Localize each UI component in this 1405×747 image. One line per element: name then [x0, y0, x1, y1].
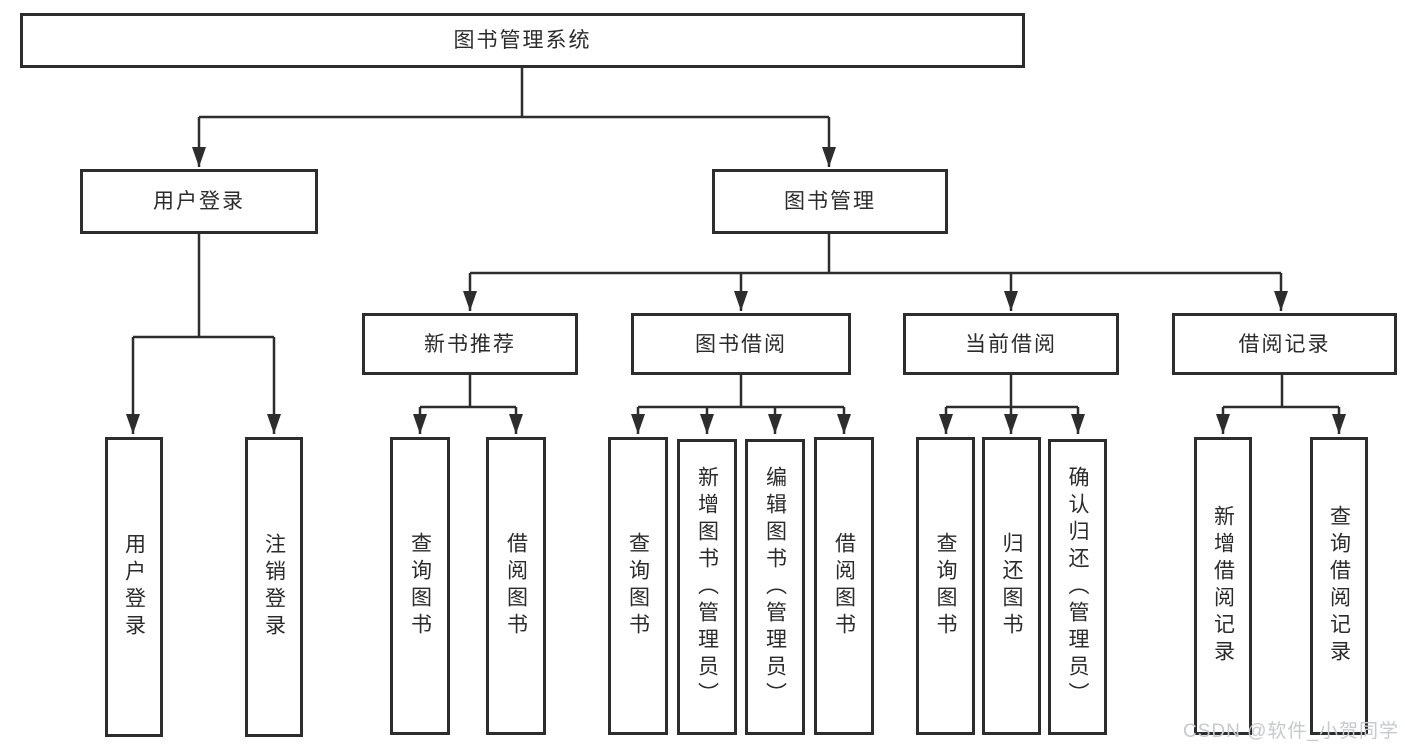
- node-current-borrow: 当前借阅: [903, 313, 1119, 375]
- leaf-query-books-current: 查询图书: [916, 437, 975, 735]
- leaf-confirm-return-admin: 确认归还（管理员）: [1048, 439, 1107, 735]
- node-book-management-branch: 图书管理: [712, 169, 948, 234]
- leaf-query-books-borrow: 查询图书: [608, 437, 668, 735]
- leaf-edit-books-admin: 编辑图书（管理员）: [745, 439, 805, 735]
- leaf-return-books: 归还图书: [982, 437, 1041, 735]
- leaf-borrow-books: 借阅图书: [814, 437, 874, 735]
- csdn-watermark: CSDN @软件_小贺同学: [1183, 721, 1399, 742]
- leaf-query-borrow-record: 查询借阅记录: [1310, 437, 1368, 735]
- node-root-library-system: 图书管理系统: [20, 13, 1025, 68]
- leaf-query-books-recommend: 查询图书: [390, 437, 450, 735]
- node-borrow-record: 借阅记录: [1172, 313, 1397, 375]
- leaf-user-login: 用户登录: [105, 437, 163, 737]
- node-book-borrow: 图书借阅: [631, 313, 851, 375]
- leaf-logout: 注销登录: [245, 437, 303, 737]
- leaf-borrow-books-recommend: 借阅图书: [486, 437, 546, 735]
- node-user-login-branch: 用户登录: [80, 169, 318, 234]
- node-new-book-recommend: 新书推荐: [362, 313, 578, 375]
- leaf-add-borrow-record: 新增借阅记录: [1194, 437, 1252, 735]
- leaf-add-books-admin: 新增图书（管理员）: [677, 439, 737, 735]
